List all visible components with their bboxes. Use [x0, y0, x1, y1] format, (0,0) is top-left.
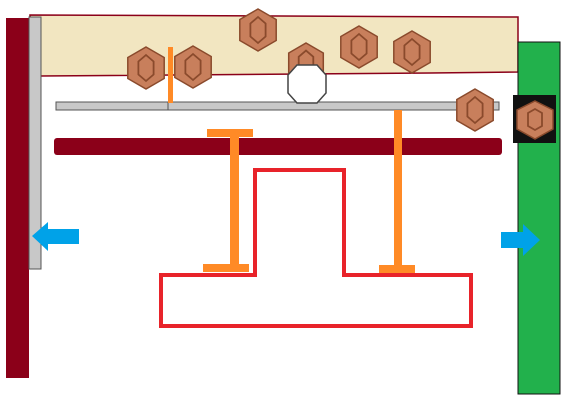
left-support-foot: [203, 264, 249, 272]
hexagon-nut-icon: [239, 8, 277, 52]
hexagon-nut-icon: [127, 46, 165, 90]
right-support-foot: [379, 265, 415, 273]
left-support-post: [230, 137, 239, 264]
hexagon-nut-icon: [174, 45, 212, 89]
rail-left-segment: [55, 101, 169, 111]
right-wall: [517, 41, 561, 395]
left-support-top-flange: [207, 129, 253, 137]
hexagon-nut-icon: [340, 25, 378, 69]
hexagon-nut-icon-bracket: [516, 100, 554, 140]
left-wall: [6, 18, 29, 378]
arrow-right-icon: [501, 224, 540, 256]
orange-pin-top: [168, 47, 173, 103]
hexagon-nut-icon: [393, 30, 431, 74]
arrow-left-icon: [32, 222, 79, 251]
hexagon-nut-icon: [456, 88, 494, 132]
rail-right-segment: [167, 101, 500, 111]
red-crossbar: [54, 138, 502, 155]
white-hexagon-icon: [287, 64, 327, 104]
right-support-post: [394, 110, 402, 268]
base-block-outline: [159, 168, 473, 328]
left-plate: [28, 16, 42, 270]
